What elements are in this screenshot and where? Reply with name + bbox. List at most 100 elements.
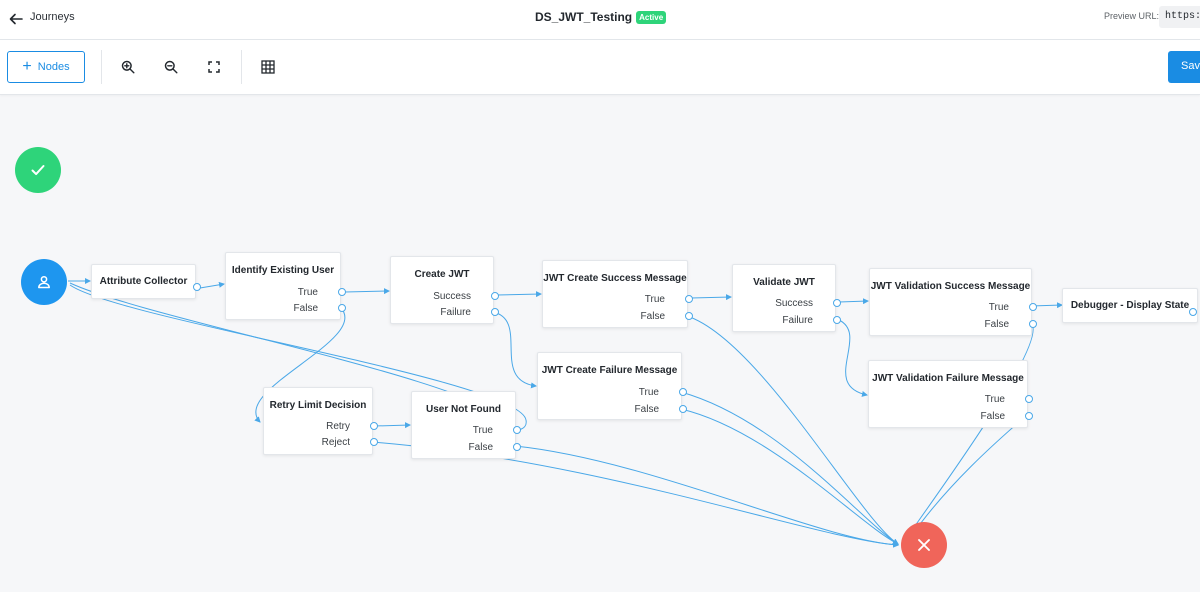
fit-to-screen-icon [208, 61, 220, 73]
output-port[interactable] [1189, 308, 1197, 316]
output-port-true[interactable] [679, 388, 687, 396]
status-badge: Active [636, 10, 667, 24]
success-node[interactable] [15, 147, 61, 193]
node-title: Validate JWT [753, 277, 815, 288]
nodes-button-label: Nodes [37, 61, 70, 73]
node-title: User Not Found [426, 404, 501, 415]
zoom-in-icon [121, 60, 135, 74]
output-port-false[interactable] [679, 405, 687, 413]
zoom-out-button[interactable] [161, 57, 181, 77]
outcome-label: True [472, 425, 493, 436]
failure-node[interactable] [901, 522, 947, 568]
node-title: Identify Existing User [231, 265, 335, 276]
outcome-label: False [293, 303, 318, 314]
node-identify-existing-user[interactable]: Identify Existing User True False [225, 252, 346, 320]
outcome-label: True [638, 387, 659, 398]
node-jwt-validation-failure-message[interactable]: JWT Validation Failure Message True Fals… [868, 360, 1033, 428]
preview-url-label: Preview URL: [1104, 11, 1160, 21]
grid-icon [261, 60, 275, 74]
toolbar-divider [101, 50, 102, 84]
arrow-left-icon [9, 13, 23, 25]
output-port-false[interactable] [1025, 412, 1033, 420]
edge-create-success-to-success-message [496, 291, 542, 298]
outcome-label: False [468, 442, 493, 453]
output-port-reject[interactable] [370, 438, 378, 446]
outcome-label: True [297, 287, 318, 298]
output-port-failure[interactable] [491, 308, 499, 316]
preview-url-field[interactable]: https:// [1159, 6, 1200, 28]
fit-to-screen-button[interactable] [204, 57, 224, 77]
outcome-label: False [634, 404, 659, 415]
output-port-true[interactable] [1029, 303, 1037, 311]
node-debugger-display-state[interactable]: Debugger - Display State [1062, 288, 1198, 323]
node-title: Create JWT [414, 269, 470, 280]
output-port[interactable] [193, 283, 201, 291]
edge-validation-success-false-to-failure [904, 322, 1034, 541]
edge-success-message-true-to-validate [690, 294, 732, 301]
node-title: Retry Limit Decision [269, 400, 367, 411]
outcome-label: Success [775, 298, 813, 309]
outcome-label: Failure [440, 307, 471, 318]
top-header: Journeys DS_JWT_Testing Active Preview U… [0, 0, 1200, 40]
edge-create-failure-true-to-failure [680, 391, 899, 545]
output-port-success[interactable] [491, 292, 499, 300]
edge-validate-failure-to-validation-failure [838, 319, 868, 397]
outcome-label: False [984, 319, 1009, 330]
output-port-true[interactable] [1025, 395, 1033, 403]
node-create-jwt[interactable]: Create JWT Success Failure [390, 256, 499, 324]
back-button[interactable] [6, 9, 26, 29]
editor-toolbar: + Nodes Save [0, 40, 1200, 95]
node-title: JWT Validation Success Message [870, 281, 1031, 292]
outcome-label: Retry [326, 421, 350, 432]
check-icon [31, 165, 45, 176]
output-port-success[interactable] [833, 299, 841, 307]
output-port-retry[interactable] [370, 422, 378, 430]
node-validate-jwt[interactable]: Validate JWT Success Failure [732, 264, 841, 332]
outcome-label: Success [433, 291, 471, 302]
outcome-label: True [644, 294, 665, 305]
node-title: Attribute Collector [99, 276, 188, 287]
node-title: Debugger - Display State [1070, 300, 1190, 311]
plus-icon: + [22, 58, 32, 75]
edge-identify-true-to-create-jwt [344, 288, 390, 295]
node-title: JWT Create Failure Message [541, 365, 678, 376]
journey-name: DS_JWT_Testing [535, 10, 633, 24]
output-port-false[interactable] [685, 312, 693, 320]
node-user-not-found[interactable]: User Not Found True False [411, 391, 521, 459]
node-title: JWT Validation Failure Message [872, 373, 1024, 384]
output-port-false[interactable] [1029, 320, 1037, 328]
edge-success-message-false-to-failure [686, 315, 899, 545]
node-retry-limit-decision[interactable]: Retry Limit Decision Retry Reject [263, 387, 378, 455]
outcome-label: Reject [321, 437, 350, 448]
edge-attribute-collector-to-identify-user [199, 281, 225, 289]
grid-toggle-button[interactable] [258, 57, 278, 77]
edge-validation-failure-false-to-failure [909, 414, 1028, 539]
output-port-false[interactable] [513, 443, 521, 451]
output-port-true[interactable] [338, 288, 346, 296]
node-jwt-create-failure-message[interactable]: JWT Create Failure Message True False [537, 352, 687, 420]
close-icon [918, 539, 930, 551]
outcome-label: Failure [782, 315, 813, 326]
output-port-false[interactable] [338, 304, 346, 312]
save-button[interactable]: Save [1168, 51, 1200, 83]
node-jwt-validation-success-message[interactable]: JWT Validation Success Message True Fals… [869, 268, 1037, 336]
output-port-true[interactable] [685, 295, 693, 303]
journey-title: DS_JWT_Testing Active [535, 10, 667, 24]
zoom-in-button[interactable] [118, 57, 138, 77]
outcome-label: True [988, 302, 1009, 313]
start-node[interactable] [21, 259, 67, 305]
node-jwt-create-success-message[interactable]: JWT Create Success Message True False [542, 260, 693, 328]
node-title: JWT Create Success Message [543, 273, 687, 284]
breadcrumb-journeys[interactable]: Journeys [30, 11, 75, 23]
edge-create-failure-false-to-failure [680, 408, 899, 545]
output-port-true[interactable] [513, 426, 521, 434]
edge-user-not-found-false-to-failure [514, 445, 899, 548]
edge-retry-to-user-not-found [374, 422, 411, 429]
outcome-label: True [984, 394, 1005, 405]
node-attribute-collector[interactable]: Attribute Collector [91, 264, 201, 299]
outcome-label: False [980, 411, 1005, 422]
output-port-failure[interactable] [833, 316, 841, 324]
zoom-out-icon [164, 60, 178, 74]
edge-create-failure-to-failure-message [492, 311, 537, 389]
add-nodes-button[interactable]: + Nodes [7, 51, 85, 83]
